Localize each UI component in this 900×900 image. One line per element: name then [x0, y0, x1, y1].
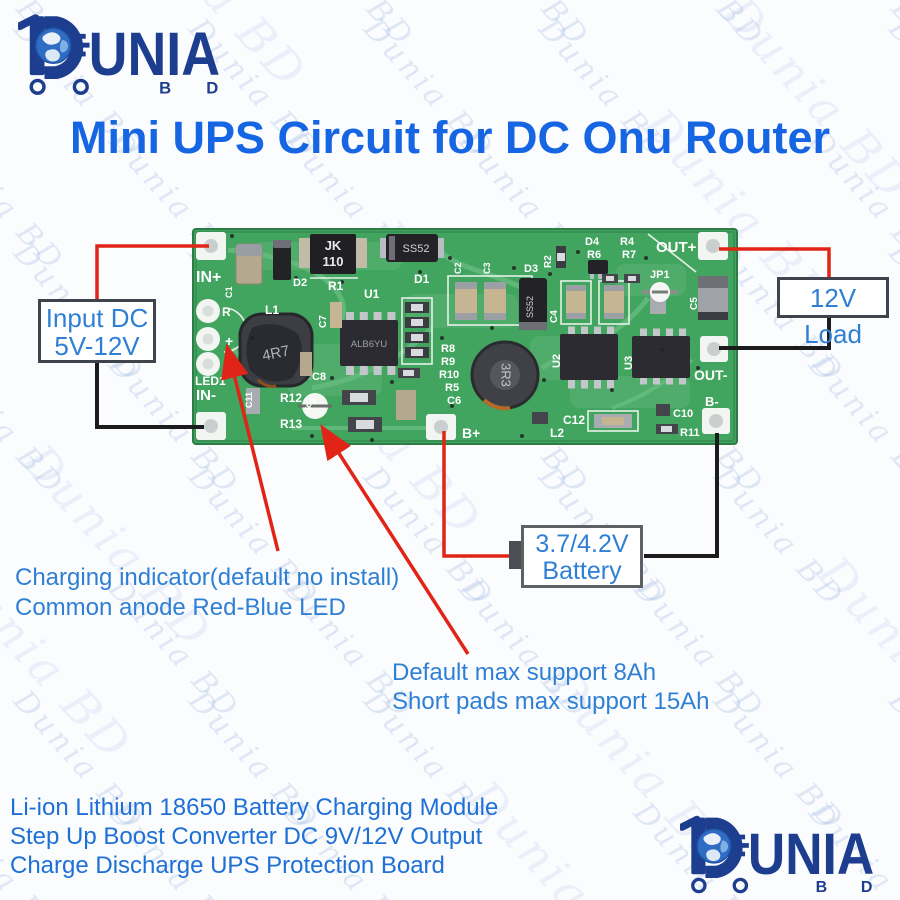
input-dc-line2: 5V-12V	[54, 331, 140, 361]
globe-icon	[696, 828, 732, 864]
silkscreen-label: JP1	[650, 269, 670, 281]
watermark-text: Dunia BD	[712, 0, 900, 213]
silkscreen-label: R6	[587, 249, 601, 261]
battery-label: 3.7/4.2V Battery	[521, 525, 643, 588]
watermark-text: Dunia BD	[801, 0, 900, 55]
watermark-text: Dunia BD	[807, 545, 900, 772]
silkscreen-label: D2	[293, 277, 307, 289]
description-line1: Li-ion Lithium 18650 Battery Charging Mo…	[10, 794, 499, 821]
description-line3: Charge Discharge UPS Protection Board	[10, 851, 445, 879]
silkscreen-label: R12	[280, 391, 302, 405]
description-line2: Step Up Boost Converter DC 9V/12V Output	[10, 822, 483, 850]
dunia-logo-bottom: UNIA B D	[680, 815, 874, 896]
logo-sub-b: B	[159, 79, 171, 98]
capacity-note: Default max support 8Ah Short pads max s…	[392, 659, 710, 716]
silkscreen-label: LED1	[195, 374, 226, 388]
silkscreen-label: C8	[312, 371, 326, 383]
silkscreen-label: B+	[462, 425, 480, 441]
silkscreen-label: L1	[265, 303, 279, 317]
silkscreen-label: C7	[318, 315, 329, 328]
svg-text:JK: JK	[325, 238, 342, 253]
watermark-text: Dunia BD	[706, 459, 852, 616]
silkscreen-label: C5	[689, 297, 700, 310]
dunia-logo-top: UNIA B D	[18, 14, 220, 98]
charging-note-line2: Common anode Red-Blue LED	[15, 593, 346, 621]
watermark-text: Dunia BD	[626, 0, 771, 55]
pcb-board: JK 110 SS52 SS52	[192, 228, 738, 445]
logo-sub-d: D	[861, 878, 873, 896]
watermark-text: Dunia BD	[12, 433, 224, 661]
logo-sub-b: B	[816, 878, 828, 896]
page-title: Mini UPS Circuit for DC Onu Router	[70, 112, 830, 163]
svg-text:ALB6YU: ALB6YU	[351, 339, 388, 350]
silkscreen-label: D1	[414, 272, 430, 286]
silkscreen-label: D4	[585, 236, 600, 248]
pcb-components: JK 110 SS52 SS52	[235, 234, 728, 434]
cart-wheel-icon	[691, 877, 707, 894]
silkscreen-label: R5	[445, 382, 459, 394]
charging-note-line1: Charging indicator(default no install)	[15, 564, 400, 591]
battery-line1: 3.7/4.2V	[535, 530, 629, 558]
load-label: 12V Load	[777, 277, 889, 349]
cart-wheel-icon	[29, 78, 46, 95]
pcb-photo: JK 110 SS52 SS52	[192, 228, 738, 445]
capacity-note-line1: Default max support 8Ah	[392, 659, 657, 686]
logo-sub-d: D	[206, 79, 218, 98]
silkscreen-label: U2	[551, 354, 563, 368]
cart-wheel-icon	[72, 78, 89, 95]
silkscreen-label: R2	[543, 255, 554, 268]
logo-word: UNIA	[748, 822, 874, 887]
cart-wheel-icon	[732, 877, 749, 894]
cart-logo-icon	[680, 815, 749, 878]
silkscreen-label: IN-	[196, 387, 216, 404]
silkscreen-label: R	[222, 305, 231, 319]
charging-note: Charging indicator(default no install) C…	[15, 563, 399, 622]
silkscreen-label: U1	[364, 287, 380, 301]
silkscreen-label: IN+	[196, 269, 221, 286]
silkscreen-label: OUT-	[694, 367, 728, 383]
silkscreen-label: C4	[549, 310, 560, 323]
silkscreen-label: -	[224, 358, 229, 374]
silkscreen-label: C2	[453, 262, 463, 274]
silkscreen-label: C6	[447, 395, 461, 407]
watermark-text: Dunia BD	[887, 433, 900, 660]
watermark-text: Dunia BD	[451, 0, 596, 55]
globe-icon	[34, 27, 72, 65]
logo-word: UNIA	[89, 20, 220, 88]
silkscreen-label: OUT+	[656, 239, 697, 256]
silkscreen-label: C11	[244, 392, 254, 408]
svg-text:3R3: 3R3	[499, 363, 514, 387]
input-dc-label: Input DC 5V-12V	[38, 299, 156, 363]
input-dc-line1: Input DC	[45, 303, 149, 333]
silkscreen-label: +	[225, 333, 233, 349]
silkscreen-label: R1	[328, 279, 344, 293]
silkscreen-label: U3	[623, 356, 635, 370]
battery-terminal-icon	[509, 541, 523, 569]
silkscreen-label: R13	[280, 417, 302, 431]
product-description: Li-ion Lithium 18650 Battery Charging Mo…	[10, 794, 498, 880]
watermark-text: Dunia BD	[801, 347, 900, 504]
svg-text:SS52: SS52	[525, 296, 535, 318]
svg-text:SS52: SS52	[403, 243, 430, 255]
silkscreen-label: C3	[482, 262, 492, 274]
watermark-text: Dunia BD	[881, 683, 900, 840]
capacity-note-line2: Short pads max support 15Ah	[392, 687, 710, 715]
silkscreen-label: C10	[673, 408, 693, 420]
silkscreen-label: B-	[705, 394, 719, 409]
battery-line2: Battery	[542, 557, 622, 585]
watermark-text: Dunia BD	[276, 0, 421, 55]
silkscreen-label: R7	[622, 249, 636, 261]
silkscreen-label: D3	[524, 263, 538, 275]
silkscreen-label: R10	[439, 369, 459, 381]
cart-logo-icon	[18, 14, 90, 79]
silkscreen-label: C1	[224, 286, 234, 298]
silkscreen-label: L2	[550, 426, 564, 440]
silkscreen-label: C12	[563, 413, 585, 427]
watermark-text: Dunia BD	[0, 347, 72, 504]
silkscreen-label: R9	[441, 356, 455, 368]
silkscreen-label: R11	[680, 427, 700, 439]
silkscreen-label: R4	[620, 236, 635, 248]
silkscreen-label: R8	[441, 343, 455, 355]
svg-text:110: 110	[323, 254, 344, 269]
